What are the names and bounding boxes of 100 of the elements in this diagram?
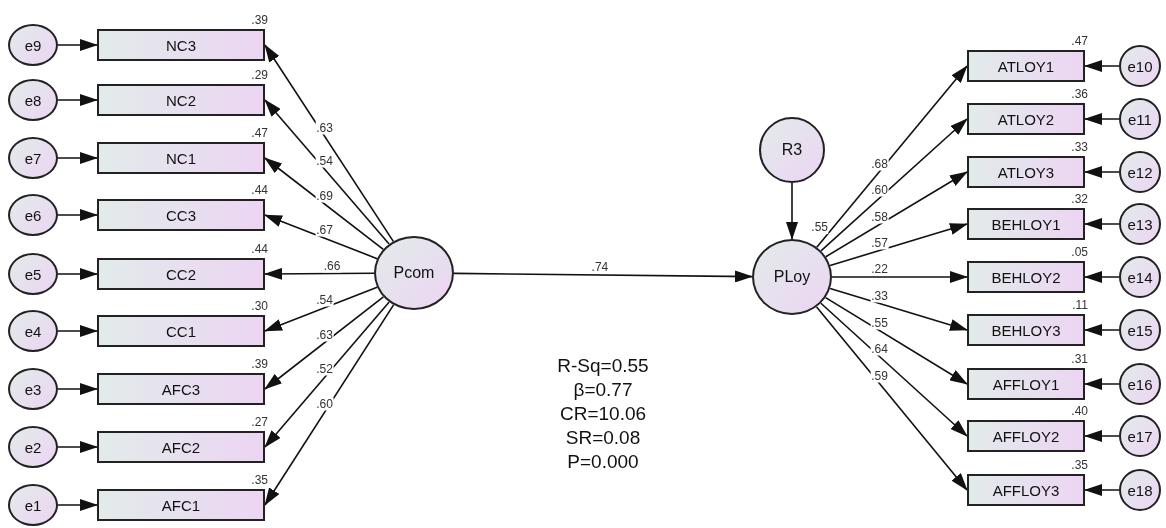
observed-variable-box: AFFLOY1 [967,368,1085,400]
r-squared-value: .44 [251,243,268,256]
edge-label: .67 [315,223,334,237]
arrow [786,182,798,240]
r-squared-value: .39 [251,14,268,27]
arrow [57,39,98,51]
edge-label: .52 [315,362,334,376]
edge-label: .63 [315,328,334,342]
r-squared-value: .44 [251,184,268,197]
latent-variable-circle: e1 [8,484,58,526]
latent-variable-circle: e12 [1119,151,1161,193]
latent-variable-circle: e15 [1119,309,1161,351]
edge-label: .69 [315,189,334,203]
arrow [1084,378,1120,390]
observed-variable-box: BEHLOY2 [967,261,1085,293]
edge-label: .64 [870,342,889,355]
r-squared-value: .39 [251,358,268,371]
latent-variable-circle: e4 [8,310,58,352]
arrow [1084,60,1120,72]
latent-variable-circle: e16 [1119,363,1161,405]
arrow [264,286,378,332]
latent-variable-circle: e3 [8,368,58,410]
observed-variable-box: NC3 [97,29,265,61]
arrow [264,44,395,243]
r-squared-value: .29 [251,69,268,82]
latent-variable-circle: e5 [8,253,58,295]
arrow [264,267,375,280]
arrow [264,99,390,245]
arrow [57,209,98,221]
edge-label: .55 [870,316,889,329]
arrow [1084,430,1120,442]
edge-label: .22 [870,262,889,276]
observed-variable-box: CC3 [97,199,265,231]
arrow [1084,271,1120,283]
arrow [57,268,98,280]
latent-variable-circle: e18 [1119,469,1161,511]
edge-label: .59 [870,369,889,382]
r-squared-value: .31 [1071,353,1088,366]
r-squared-value: .47 [1071,35,1088,48]
statistic-text: R-Sq=0.55 [557,354,649,378]
r-squared-value: .32 [1071,193,1088,206]
arrow [815,65,968,248]
edge-label: .63 [315,121,334,135]
edge-label: .60 [315,397,334,411]
r-squared-value: .35 [251,474,268,487]
arrow [829,223,968,267]
arrow [57,325,98,337]
statistic-text: CR=10.06 [559,402,647,426]
edge-label: .57 [870,236,889,249]
arrow [57,152,98,164]
r-squared-value: .30 [251,300,268,313]
observed-variable-box: BEHLOY3 [967,314,1085,346]
observed-variable-box: ATLOY2 [967,103,1085,135]
arrow [57,441,98,453]
observed-variable-box: ATLOY3 [967,156,1085,188]
arrow [264,301,390,448]
arrow [1084,218,1120,230]
arrow [825,171,968,258]
observed-variable-box: AFC2 [97,431,265,463]
r-squared-value: .27 [251,416,268,429]
r-squared-value: .05 [1071,246,1088,259]
statistic-text: SR=0.08 [565,426,641,450]
arrow [57,499,98,511]
statistic-text: β=0.77 [573,378,633,402]
observed-variable-box: CC2 [97,258,265,290]
edge-label: .68 [870,157,889,170]
r-squared-value: .35 [1071,459,1088,472]
edge-label: .58 [870,210,889,223]
arrow [829,287,968,331]
arrow [1084,484,1120,496]
r-squared-value: .33 [1071,141,1088,154]
observed-variable-box: BEHLOY1 [967,208,1085,240]
observed-variable-box: CC1 [97,315,265,347]
r-squared-value: .47 [251,127,268,140]
arrow [264,304,395,506]
arrow [57,383,98,395]
edge-label: .54 [315,154,334,168]
r-squared-value: .40 [1071,405,1088,418]
edge-label: .33 [870,289,889,302]
latent-variable-circle: Pcom [374,236,454,310]
latent-variable-circle: e13 [1119,203,1161,245]
observed-variable-box: AFFLOY2 [967,420,1085,452]
arrow [824,296,968,385]
edge-label: .60 [870,183,889,197]
edge-label: .54 [315,293,334,307]
latent-variable-circle: e7 [8,137,58,179]
arrow [264,296,385,390]
edge-label: .66 [322,259,342,273]
arrow [57,94,98,106]
arrow [1084,166,1120,178]
arrow [820,118,968,252]
latent-variable-circle: e9 [8,24,58,66]
arrow [1084,113,1120,125]
arrow [1084,324,1120,336]
arrow [453,270,753,283]
arrow [831,271,968,283]
latent-variable-circle: e14 [1119,256,1161,298]
arrow [815,306,968,491]
arrow [264,214,378,260]
edge-label: .74 [590,260,610,274]
